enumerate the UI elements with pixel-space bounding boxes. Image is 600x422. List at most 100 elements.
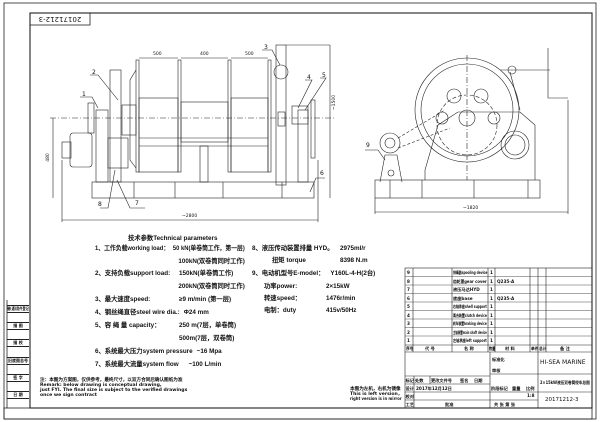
hdr-total: 总计	[538, 346, 546, 351]
strip-cell: 签 字	[7, 374, 29, 382]
param-row: 200kN(双卷筒同时工作)	[178, 283, 245, 290]
hdr-material: 材 料	[505, 346, 515, 351]
callout-5: 5	[322, 72, 326, 79]
label-process: 工艺	[405, 402, 414, 407]
part-number: 3	[407, 321, 410, 326]
param-row: 7、系统最大流量system flow~100 L/min	[95, 361, 222, 368]
param-row: 1、工作负载working load：50 kN(单卷筒工作，第一层)	[95, 245, 245, 252]
strip-cell: 旧底图总号	[7, 357, 29, 365]
dim-2800: ~2800	[182, 214, 198, 219]
dim-500-right: 500	[245, 52, 254, 57]
base-frame	[91, 181, 315, 199]
gear-cover	[109, 69, 122, 183]
design-date: 2017年12月12日	[416, 386, 452, 391]
label-approve: 批准	[445, 402, 454, 407]
spooling-pulley	[379, 132, 401, 154]
version-line: right version is in mirror	[350, 397, 402, 402]
hdr-no: 序号	[405, 346, 413, 351]
tech-params-title: 技术参数Technical parameters	[128, 235, 218, 242]
drum-center	[180, 101, 229, 143]
end-base	[374, 179, 541, 199]
param-row: 100kN(双卷筒同时工作)	[178, 258, 245, 265]
label-weight: 重量	[512, 386, 521, 391]
callout-1: 1	[82, 91, 86, 98]
param-row: 2、支持负载support load:150kN(单卷筒工作)	[95, 270, 234, 277]
part-name: 右轴承座shell support	[453, 304, 487, 309]
remark-line: once we sign contract	[40, 393, 97, 398]
hdr-qty: 数量	[488, 346, 495, 351]
part-name: 底座base	[453, 295, 473, 301]
label-design: 设计	[405, 386, 414, 391]
version-line: This is left version，	[350, 392, 403, 397]
part-name: 离合装置clutch device	[453, 312, 487, 318]
drum-flange	[227, 59, 232, 173]
version-note: 本图为左机，右机为镜像 This is left version， right …	[350, 387, 414, 402]
label-date: 日期	[474, 378, 483, 383]
strip-cell: 描 校	[7, 339, 29, 347]
drum-flange-circle	[414, 57, 520, 163]
drawing-title: 2×15kW液压双卷筒绞车总图	[540, 380, 590, 385]
strip-label: 签 字	[13, 375, 23, 380]
callout-4: 4	[307, 74, 311, 81]
part-number: 7	[407, 287, 410, 292]
dim-500-left: 500	[153, 52, 162, 57]
part-number: 4	[407, 312, 410, 318]
param-row: 9、电动机型号E-model：Y160L-4-H(2台)	[252, 270, 376, 277]
callout-7: 7	[135, 200, 139, 207]
label-audit: 审核	[492, 368, 501, 373]
dim-480: 480	[45, 153, 51, 162]
param-row: 5、容 绳 量 capacity：250 m(7层，单卷筒)	[95, 322, 237, 329]
part-material: Q235-A	[497, 278, 515, 284]
label-sign: 签名	[460, 378, 469, 383]
title-drawing-number: 20171212-3	[545, 397, 579, 403]
drum-flange	[267, 59, 272, 173]
part-name: 齿轮罩gear cover	[453, 278, 487, 284]
strip-label: 旧底图总号	[8, 358, 28, 363]
scale: 1:8	[527, 393, 535, 398]
part-number: 1	[407, 338, 410, 343]
dim-400: 400	[200, 52, 209, 57]
strip-cell: 日 期	[7, 391, 29, 399]
drum-flange	[177, 59, 182, 173]
company-name: HI-SEA MARINE	[540, 359, 586, 366]
param-row: 500m(7层，双卷筒)	[179, 335, 235, 342]
version-line: 本图为左机，右机为镜像	[350, 387, 401, 392]
part-qty: 1	[490, 287, 493, 292]
left-support	[95, 109, 109, 183]
part-qty: 1	[490, 329, 493, 335]
parts-list-rowlines	[405, 276, 592, 337]
label-qty: 处数	[415, 378, 424, 383]
callout-8: 8	[98, 201, 102, 208]
label-ratio: 比例	[526, 386, 535, 391]
callout-2: 2	[92, 69, 96, 76]
remarks: 注：本图为方案图，仅供参考，最终尺寸，以双方合同后确认图纸为准 Remark: …	[40, 378, 187, 398]
remark-line: Remark: below drawing is conceptual draw…	[40, 383, 162, 388]
hdr-code: 代 号	[425, 346, 435, 351]
part-number: 9	[407, 270, 410, 275]
part-name: 液压马达HYD	[453, 287, 480, 292]
motor-housing	[107, 137, 129, 169]
drawing-number-rotated: 20171212-3	[38, 15, 82, 23]
part-number: 5	[407, 304, 410, 309]
strip-label: 日 期	[13, 392, 23, 397]
label-change: 更改文件号	[431, 378, 452, 383]
part-qty: 1	[490, 312, 493, 318]
part-name: 主轴装置main shaft device	[453, 329, 487, 335]
param-row: 3、最大速度speed:≥9 m/min (第一层)	[95, 296, 232, 303]
outer-border	[3, 2, 597, 420]
side-view	[50, 44, 335, 222]
dim-1820: ~1820	[463, 206, 479, 211]
gearbox-housing	[424, 111, 536, 180]
label-sheet: 共 张 第 张	[494, 402, 516, 407]
part-name: 排绳器spooling device	[453, 270, 488, 275]
label-std: 标准化	[492, 357, 505, 362]
strip-cell: 借(通)用件登记	[7, 305, 29, 313]
part-qty: 1	[490, 338, 493, 343]
label-mark: 标记	[405, 378, 414, 383]
title-block-lines	[404, 267, 593, 409]
strip-label: 描 图	[13, 323, 23, 328]
part-qty: 1	[490, 295, 493, 301]
